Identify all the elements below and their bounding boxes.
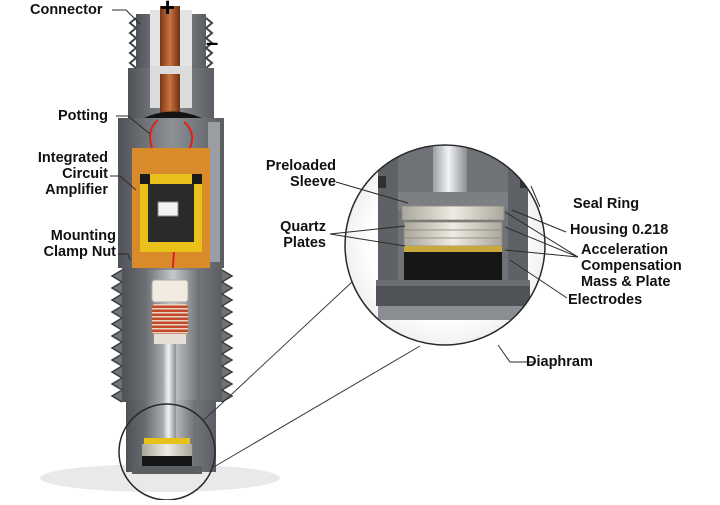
connector-pin: [160, 74, 180, 120]
ic-chip: [157, 201, 179, 217]
lead-wire-left: [149, 119, 159, 149]
label-ic-line3: Amplifier: [45, 182, 108, 198]
label-connector: Connector: [30, 2, 103, 18]
label-diaphram: Diaphram: [526, 354, 593, 370]
label-preloaded-line2: Sleeve: [290, 174, 336, 190]
label-ic-line1: Integrated: [37, 150, 108, 166]
label-acceleration-compensation: Acceleration Compensation Mass & Plate: [581, 242, 682, 290]
label-potting: Potting: [58, 108, 108, 124]
label-preloaded-sleeve: Preloaded Sleeve: [252, 158, 336, 190]
label-accel-line2: Compensation: [581, 258, 682, 274]
label-electrodes: Electrodes: [568, 292, 643, 308]
label-accel-line1: Acceleration: [581, 242, 669, 258]
label-housing: Housing 0.218: [570, 222, 669, 238]
label-mounting-line1: Mounting: [50, 228, 116, 244]
label-quartz-line2: Plates: [283, 235, 326, 251]
label-ic-amplifier: Integrated Circuit Amplifier: [20, 150, 108, 198]
winding-coil: [152, 304, 188, 334]
large-detail-circle: [344, 144, 546, 346]
label-quartz-plates: Quartz Plates: [266, 219, 326, 251]
plus-sign: +: [160, 0, 176, 22]
winding-top: [151, 279, 189, 303]
leader-lines: [110, 9, 579, 363]
connector-thread: [128, 6, 214, 76]
label-quartz-line1: Quartz: [280, 219, 326, 235]
small-detail-circle: [118, 403, 216, 501]
label-accel-line3: Mass & Plate: [581, 274, 671, 290]
sensor-body: [110, 6, 234, 472]
label-mounting-line2: Clamp Nut: [43, 244, 117, 260]
label-ic-line2: Circuit: [62, 166, 108, 182]
label-preloaded-line1: Preloaded: [265, 158, 336, 174]
label-seal-ring: Seal Ring: [573, 196, 640, 212]
zoom-line-upper: [203, 281, 353, 421]
label-mounting-clamp-nut: Mounting Clamp Nut: [6, 228, 117, 260]
housing-edge: [208, 122, 220, 262]
floor-shadow: [40, 464, 280, 492]
minus-sign: –: [206, 30, 219, 55]
lead-wire-right: [183, 121, 193, 149]
zoom-line-lower: [211, 345, 421, 469]
